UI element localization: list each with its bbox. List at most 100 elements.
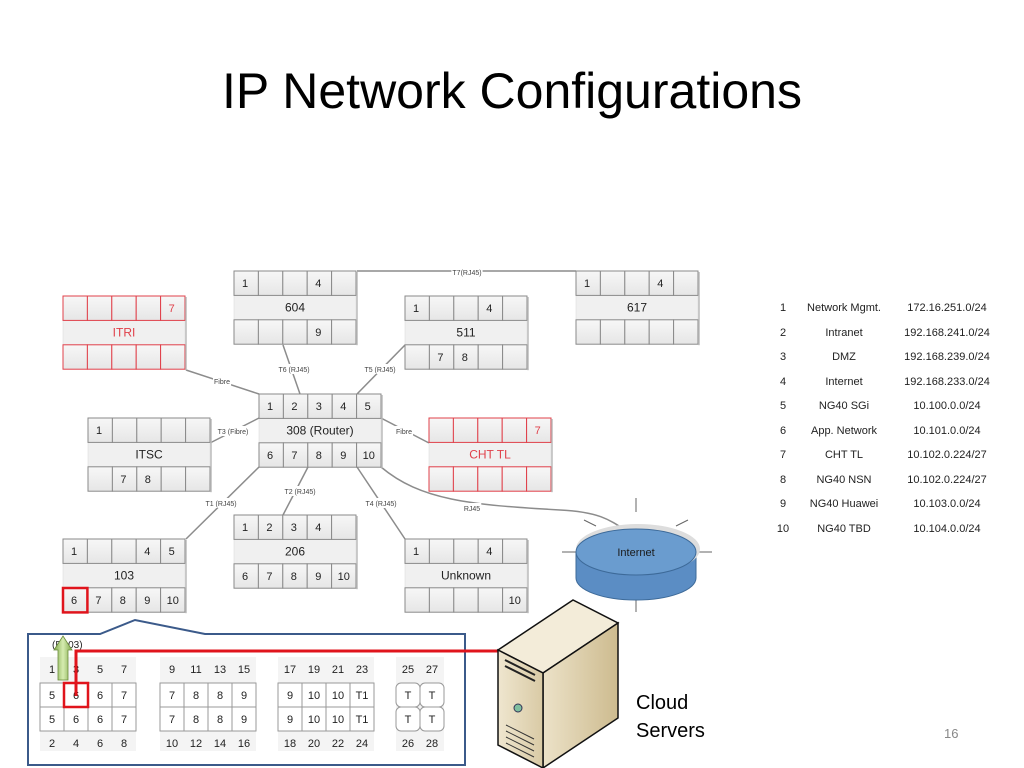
port-cell[interactable] xyxy=(160,466,187,492)
port-cell[interactable] xyxy=(62,538,88,564)
port-cell[interactable] xyxy=(257,563,284,589)
rack-port-cell[interactable] xyxy=(349,682,375,708)
port-cell[interactable] xyxy=(356,393,382,419)
port-cell[interactable] xyxy=(331,563,357,589)
port-cell[interactable] xyxy=(160,538,186,564)
port-cell[interactable] xyxy=(599,270,626,296)
port-cell[interactable] xyxy=(86,344,113,370)
port-cell[interactable] xyxy=(307,442,333,468)
port-cell[interactable] xyxy=(477,466,503,492)
port-cell[interactable] xyxy=(62,587,88,613)
port-cell[interactable] xyxy=(673,319,699,345)
port-cell[interactable] xyxy=(502,344,528,370)
port-cell[interactable] xyxy=(453,538,479,564)
port-cell[interactable] xyxy=(599,319,626,345)
port-cell[interactable] xyxy=(111,344,137,370)
port-cell[interactable] xyxy=(477,538,504,564)
port-cell[interactable] xyxy=(404,344,430,370)
port-cell[interactable] xyxy=(282,270,308,296)
port-cell[interactable] xyxy=(233,319,259,345)
port-cell[interactable] xyxy=(648,319,675,345)
rack-port-cell[interactable] xyxy=(183,682,209,708)
port-cell[interactable] xyxy=(331,319,357,345)
port-cell[interactable] xyxy=(477,295,504,321)
port-cell[interactable] xyxy=(135,538,162,564)
port-cell[interactable] xyxy=(526,466,552,492)
port-cell[interactable] xyxy=(111,417,138,443)
rack-port-cell[interactable] xyxy=(277,706,303,732)
rack-port-cell[interactable] xyxy=(419,706,445,732)
port-cell[interactable] xyxy=(282,442,309,468)
port-cell[interactable] xyxy=(62,295,88,321)
port-cell[interactable] xyxy=(160,295,186,321)
port-cell[interactable] xyxy=(233,270,259,296)
rack-port-cell[interactable] xyxy=(231,682,257,708)
rack-port-cell[interactable] xyxy=(87,706,113,732)
port-cell[interactable] xyxy=(135,587,162,613)
port-cell[interactable] xyxy=(257,319,284,345)
port-cell[interactable] xyxy=(453,295,479,321)
port-cell[interactable] xyxy=(331,270,357,296)
port-cell[interactable] xyxy=(160,344,186,370)
port-cell[interactable] xyxy=(282,393,309,419)
port-cell[interactable] xyxy=(502,587,528,613)
port-cell[interactable] xyxy=(502,538,528,564)
port-cell[interactable] xyxy=(624,270,650,296)
port-cell[interactable] xyxy=(453,344,479,370)
rack-port-cell[interactable] xyxy=(231,706,257,732)
port-cell[interactable] xyxy=(258,393,284,419)
port-cell[interactable] xyxy=(86,538,113,564)
port-cell[interactable] xyxy=(477,417,503,443)
port-cell[interactable] xyxy=(257,514,284,540)
port-cell[interactable] xyxy=(453,587,479,613)
port-cell[interactable] xyxy=(502,295,528,321)
port-cell[interactable] xyxy=(648,270,675,296)
port-cell[interactable] xyxy=(136,466,162,492)
rack-port-cell[interactable] xyxy=(39,706,65,732)
rack-port-cell[interactable] xyxy=(325,682,351,708)
port-cell[interactable] xyxy=(331,442,358,468)
switch-cht[interactable]: CHT TL7 xyxy=(428,417,553,493)
port-cell[interactable] xyxy=(428,417,454,443)
port-cell[interactable] xyxy=(575,270,601,296)
port-cell[interactable] xyxy=(135,344,162,370)
port-cell[interactable] xyxy=(306,270,333,296)
port-cell[interactable] xyxy=(111,466,138,492)
port-cell[interactable] xyxy=(575,319,601,345)
port-cell[interactable] xyxy=(306,319,333,345)
internet-top[interactable] xyxy=(575,528,697,576)
port-cell[interactable] xyxy=(477,344,504,370)
port-cell[interactable] xyxy=(185,417,211,443)
port-cell[interactable] xyxy=(501,417,528,443)
port-cell[interactable] xyxy=(673,270,699,296)
port-cell[interactable] xyxy=(86,587,113,613)
port-cell[interactable] xyxy=(428,295,455,321)
rack-port-cell[interactable] xyxy=(349,706,375,732)
port-cell[interactable] xyxy=(501,466,528,492)
port-cell[interactable] xyxy=(356,442,382,468)
port-cell[interactable] xyxy=(477,587,504,613)
port-cell[interactable] xyxy=(306,563,333,589)
port-cell[interactable] xyxy=(111,538,137,564)
port-cell[interactable] xyxy=(135,295,162,321)
rack-port-cell[interactable] xyxy=(111,706,137,732)
port-cell[interactable] xyxy=(257,270,284,296)
port-cell[interactable] xyxy=(87,466,113,492)
rack-port-cell[interactable] xyxy=(277,682,303,708)
port-cell[interactable] xyxy=(404,587,430,613)
port-cell[interactable] xyxy=(452,417,479,443)
port-cell[interactable] xyxy=(160,587,186,613)
port-cell[interactable] xyxy=(111,295,137,321)
port-cell[interactable] xyxy=(428,538,455,564)
port-cell[interactable] xyxy=(160,417,187,443)
rack-port-cell[interactable] xyxy=(325,706,351,732)
